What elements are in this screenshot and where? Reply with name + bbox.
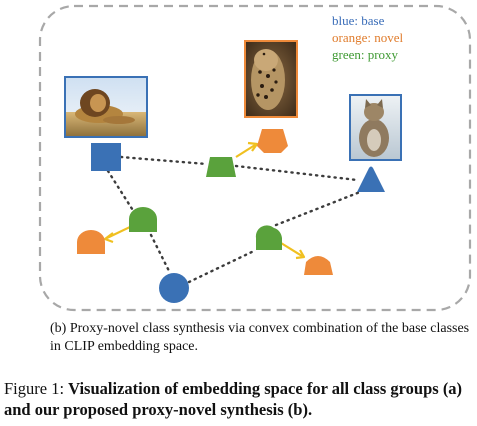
cat-photo <box>349 94 402 161</box>
link-proxy-left-to-base-circle <box>149 233 172 275</box>
link-base-square-to-proxy-top <box>119 155 208 166</box>
legend-proxy: green: proxy <box>332 47 399 62</box>
proxy-right-shape <box>255 225 282 250</box>
link-base-circle-to-proxy-right <box>187 248 258 284</box>
embedding-diagram <box>38 4 472 312</box>
arrow-right <box>280 242 303 257</box>
proxy-left-shape <box>129 207 157 232</box>
arrow-right-head <box>295 249 306 260</box>
dashed-border <box>38 4 472 312</box>
subcaption: (b) Proxy-novel class synthesis via conv… <box>50 321 470 354</box>
base-circle <box>159 273 189 303</box>
link-proxy-right-to-base-triangle <box>274 190 362 227</box>
figure-caption: Figure 1: Visualization of embedding spa… <box>4 378 476 420</box>
link-base-square-to-proxy-left <box>106 169 136 214</box>
base-square <box>91 143 121 171</box>
arrow-top-head <box>247 141 259 152</box>
legend: blue: base orange: novel green: proxy <box>332 12 403 63</box>
arrow-left <box>106 226 131 239</box>
novel-right-shape <box>304 256 333 275</box>
caption-bold: Visualization of embedding space for all… <box>4 379 463 419</box>
arrow-left-head <box>103 232 114 244</box>
lion-photo <box>64 76 148 138</box>
novel-left-shape <box>77 230 105 254</box>
caption-prefix: Figure 1: <box>4 379 65 398</box>
leopard-photo <box>244 40 298 118</box>
base-triangle <box>357 166 385 192</box>
proxy-top-shape <box>206 157 236 177</box>
novel-top-shape <box>257 129 288 153</box>
proxy-to-novel-arrows <box>103 141 306 260</box>
legend-novel: orange: novel <box>332 30 404 45</box>
dotted-links <box>106 155 362 284</box>
legend-base: blue: base <box>332 13 385 28</box>
link-proxy-top-to-base-triangle <box>234 164 359 182</box>
arrow-top <box>235 144 256 158</box>
